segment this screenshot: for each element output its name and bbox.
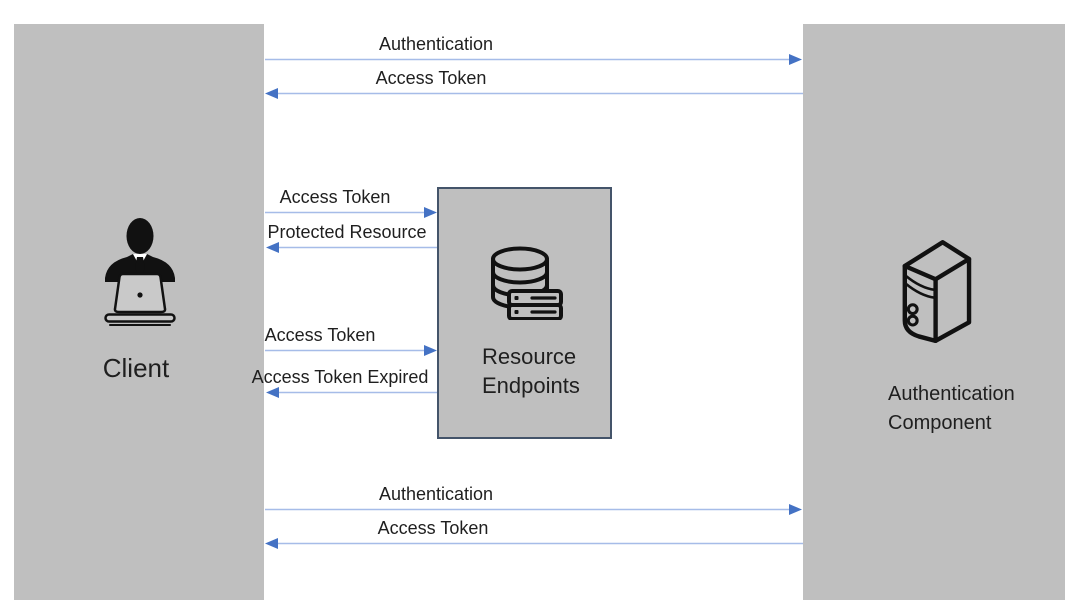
arrow-access-token-bottom <box>265 538 803 549</box>
arrow-label-access-token-top: Access Token <box>375 68 487 88</box>
client-panel: Client <box>14 24 264 600</box>
arrow-access-token-to-resource-2 <box>265 345 437 356</box>
arrow-label-access-token-bottom: Access Token <box>377 518 489 538</box>
resource-endpoints-box: Resource Endpoints <box>437 187 612 439</box>
arrow-authentication-top <box>265 54 802 65</box>
arrow-label-access-token-mid-2: Access Token <box>264 325 376 345</box>
resource-endpoints-label: Resource Endpoints <box>482 344 580 398</box>
arrow-access-token-expired <box>266 387 437 398</box>
server-tower-icon <box>902 240 972 344</box>
arrow-protected-resource <box>266 242 437 253</box>
client-label: Client <box>102 353 170 383</box>
database-server-icon <box>491 246 563 320</box>
arrow-label-authentication-bottom: Authentication <box>378 484 494 504</box>
person-at-laptop-icon <box>104 218 176 326</box>
arrow-label-access-token-expired: Access Token Expired <box>251 367 429 387</box>
authentication-component-label: Authentication Component <box>888 383 1015 434</box>
authentication-component-panel: Authentication Component <box>803 24 1065 600</box>
arrow-label-authentication-top: Authentication <box>378 34 494 54</box>
arrow-access-token-to-resource-1 <box>265 207 437 218</box>
arrow-label-access-token-mid-1: Access Token <box>279 187 391 207</box>
arrow-authentication-bottom <box>265 504 802 515</box>
arrow-label-protected-resource: Protected Resource <box>267 222 427 242</box>
arrow-access-token-top <box>265 88 803 99</box>
